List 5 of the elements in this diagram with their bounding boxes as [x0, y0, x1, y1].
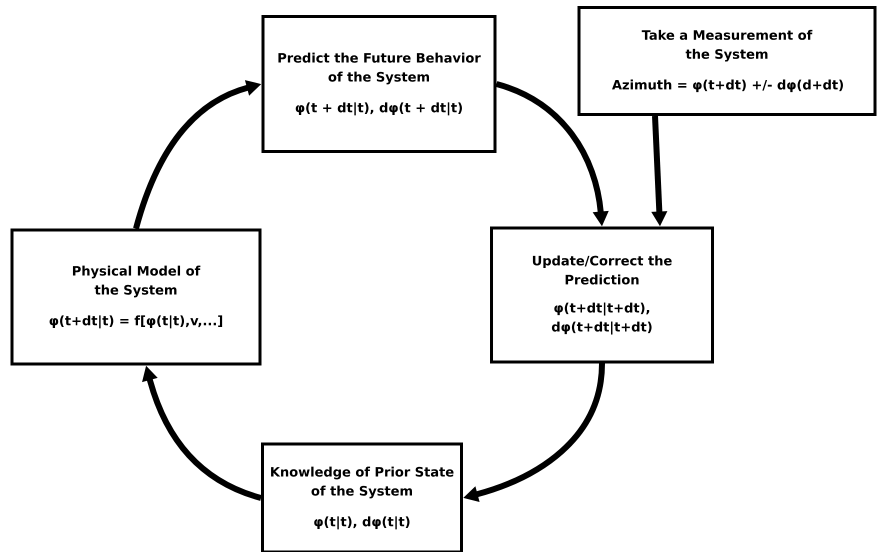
process-box: Predict the Future Behavior of the System φ(t + dt|t), dφ(t + dt|t) — [262, 15, 496, 153]
process-box: Update/Correct the Prediction φ(t+dt|t+dt), dφ(t+dt|t+dt) — [490, 226, 714, 364]
process-box: Take a Measurement of the System Azimuth = φ(t+dt) +/- dφ(d+dt) — [578, 6, 876, 116]
process-box: Knowledge of Prior State of the System φ(t|t), dφ(t|t) — [261, 442, 463, 552]
process-box: Physical Model of the System φ(t+dt|t) = f[φ(t|t),v,...] — [10, 228, 262, 366]
